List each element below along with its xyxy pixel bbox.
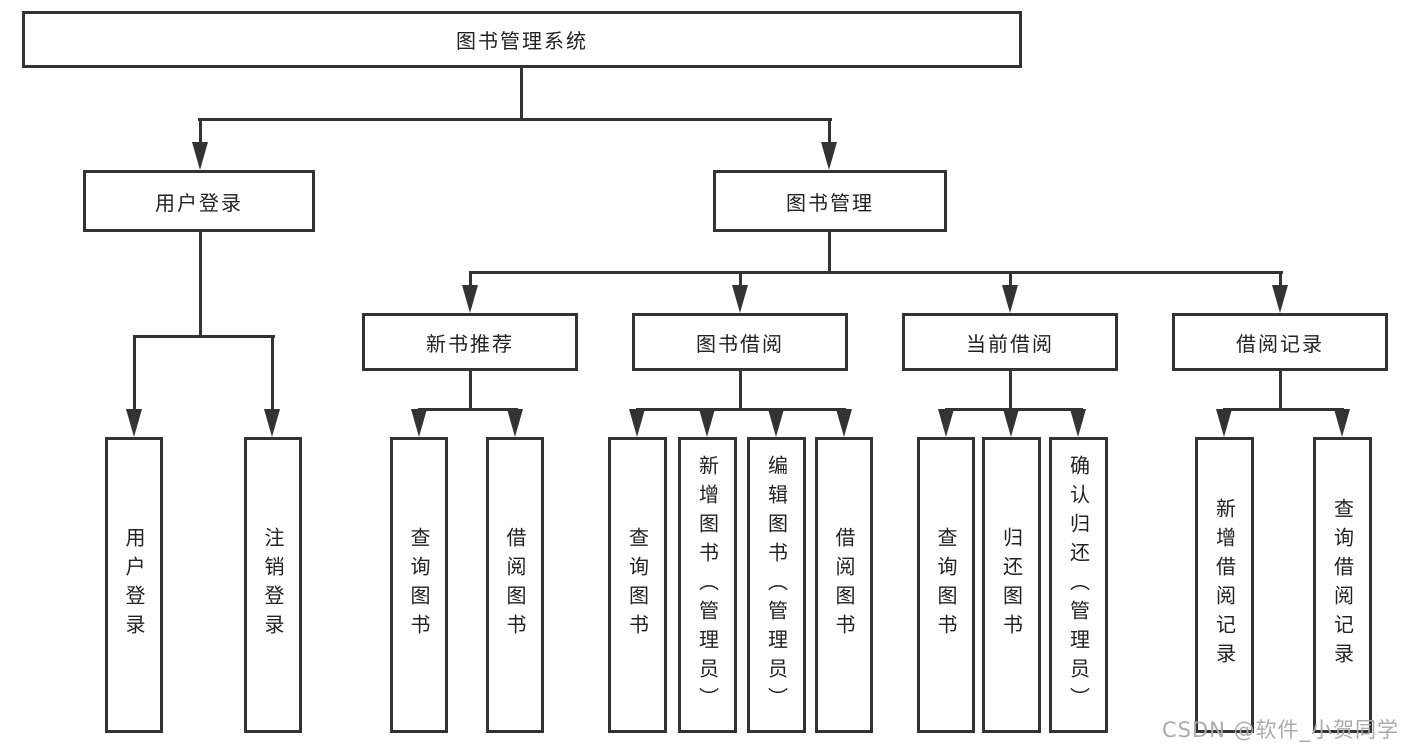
arrow-to-login-icon — [192, 142, 208, 170]
connector-to-borrow-stem — [739, 271, 742, 288]
arrow-to-current-icon — [1002, 285, 1018, 313]
arrow-to-user-login-leaf-icon — [126, 409, 142, 437]
node-book-management: 图书管理 — [713, 170, 947, 232]
arrow-records-leaf1-icon — [1216, 409, 1232, 437]
leaf-borrow-books: 借阅图书 — [815, 437, 873, 733]
node-user-login: 用户登录 — [83, 170, 315, 232]
arrow-recommend-leaf1-icon — [411, 409, 427, 437]
node-book-management-label: 图书管理 — [786, 190, 874, 215]
leaf-add-book-admin-label: 新增图书（管理员） — [695, 454, 720, 716]
leaf-query-borrow-record-label: 查询借阅记录 — [1330, 498, 1355, 672]
leaf-user-login-label: 用户登录 — [122, 527, 146, 643]
arrow-to-management-icon — [821, 142, 837, 170]
arrow-to-borrow-icon — [732, 285, 748, 313]
node-new-book-recommend-label: 新书推荐 — [426, 331, 514, 356]
node-book-borrowing: 图书借阅 — [632, 313, 848, 371]
node-current-borrowing: 当前借阅 — [902, 313, 1118, 371]
node-borrowing-records-label: 借阅记录 — [1236, 331, 1324, 356]
node-borrowing-records: 借阅记录 — [1172, 313, 1388, 371]
connector-login-leaf1-stem — [133, 335, 136, 412]
arrow-to-logout-leaf-icon — [264, 409, 280, 437]
arrow-records-leaf2-icon — [1334, 409, 1350, 437]
leaf-confirm-return-admin-label: 确认归还（管理员） — [1066, 454, 1091, 716]
node-current-borrowing-label: 当前借阅 — [966, 331, 1054, 356]
connector-to-records-stem — [1279, 271, 1282, 288]
connector-recommend-stem — [469, 371, 472, 411]
node-user-login-label: 用户登录 — [155, 190, 243, 215]
connector-login-crossbar — [133, 335, 275, 338]
connector-records-crossbar — [1223, 408, 1344, 411]
connector-borrow-stem — [739, 371, 742, 411]
connector-root-crossbar — [198, 118, 832, 121]
connector-login-leaf2-stem — [271, 335, 274, 412]
connector-current-stem — [1009, 371, 1012, 411]
leaf-recommend-query-books: 查询图书 — [390, 437, 448, 733]
connector-mgmt-stem — [828, 232, 831, 274]
csdn-watermark: CSDN @软件_小贺同学 — [1161, 718, 1399, 742]
leaf-edit-book-admin: 编辑图书（管理员） — [747, 437, 806, 733]
leaf-recommend-borrow-books: 借阅图书 — [486, 437, 544, 733]
leaf-add-borrow-record: 新增借阅记录 — [1195, 437, 1254, 733]
leaf-recommend-query-books-label: 查询图书 — [407, 527, 431, 643]
leaf-borrow-query-books: 查询图书 — [608, 437, 667, 733]
arrow-borrow-leaf4-icon — [836, 409, 852, 437]
arrow-borrow-leaf3-icon — [768, 409, 784, 437]
arrow-current-leaf2-icon — [1003, 409, 1019, 437]
leaf-recommend-borrow-books-label: 借阅图书 — [503, 527, 527, 643]
leaf-add-borrow-record-label: 新增借阅记录 — [1212, 498, 1237, 672]
leaf-return-books-label: 归还图书 — [999, 527, 1024, 643]
connector-recommend-crossbar — [418, 408, 518, 411]
node-new-book-recommend: 新书推荐 — [362, 313, 578, 371]
connector-login-stem — [199, 232, 202, 338]
arrow-to-recommend-icon — [462, 285, 478, 313]
node-root-library-system: 图书管理系统 — [22, 11, 1022, 68]
leaf-edit-book-admin-label: 编辑图书（管理员） — [764, 454, 789, 716]
arrow-current-leaf3-icon — [1070, 409, 1086, 437]
node-book-borrowing-label: 图书借阅 — [696, 331, 784, 356]
leaf-add-book-admin: 新增图书（管理员） — [678, 437, 737, 733]
connector-borrow-crossbar — [636, 408, 846, 411]
connector-mgmt-crossbar — [469, 271, 1283, 274]
connector-root-to-mgmt-stem — [828, 118, 831, 145]
arrow-to-records-icon — [1272, 285, 1288, 313]
leaf-confirm-return-admin: 确认归还（管理员） — [1049, 437, 1108, 733]
leaf-current-query-books: 查询图书 — [917, 437, 975, 733]
leaf-logout: 注销登录 — [244, 437, 302, 733]
arrow-current-leaf1-icon — [938, 409, 954, 437]
connector-root-to-login-stem — [199, 118, 202, 145]
leaf-logout-label: 注销登录 — [261, 527, 285, 643]
leaf-query-borrow-record: 查询借阅记录 — [1313, 437, 1372, 733]
arrow-recommend-leaf2-icon — [507, 409, 523, 437]
arrow-borrow-leaf1-icon — [629, 409, 645, 437]
connector-root-stem — [520, 68, 523, 121]
node-root-label: 图书管理系统 — [456, 29, 588, 53]
leaf-borrow-books-label: 借阅图书 — [832, 527, 856, 643]
connector-records-stem — [1279, 371, 1282, 411]
arrow-borrow-leaf2-icon — [699, 409, 715, 437]
leaf-user-login: 用户登录 — [105, 437, 163, 733]
connector-to-recommend-stem — [469, 271, 472, 288]
connector-to-current-stem — [1009, 271, 1012, 288]
leaf-borrow-query-books-label: 查询图书 — [625, 527, 650, 643]
leaf-current-query-books-label: 查询图书 — [934, 527, 958, 643]
leaf-return-books: 归还图书 — [982, 437, 1041, 733]
